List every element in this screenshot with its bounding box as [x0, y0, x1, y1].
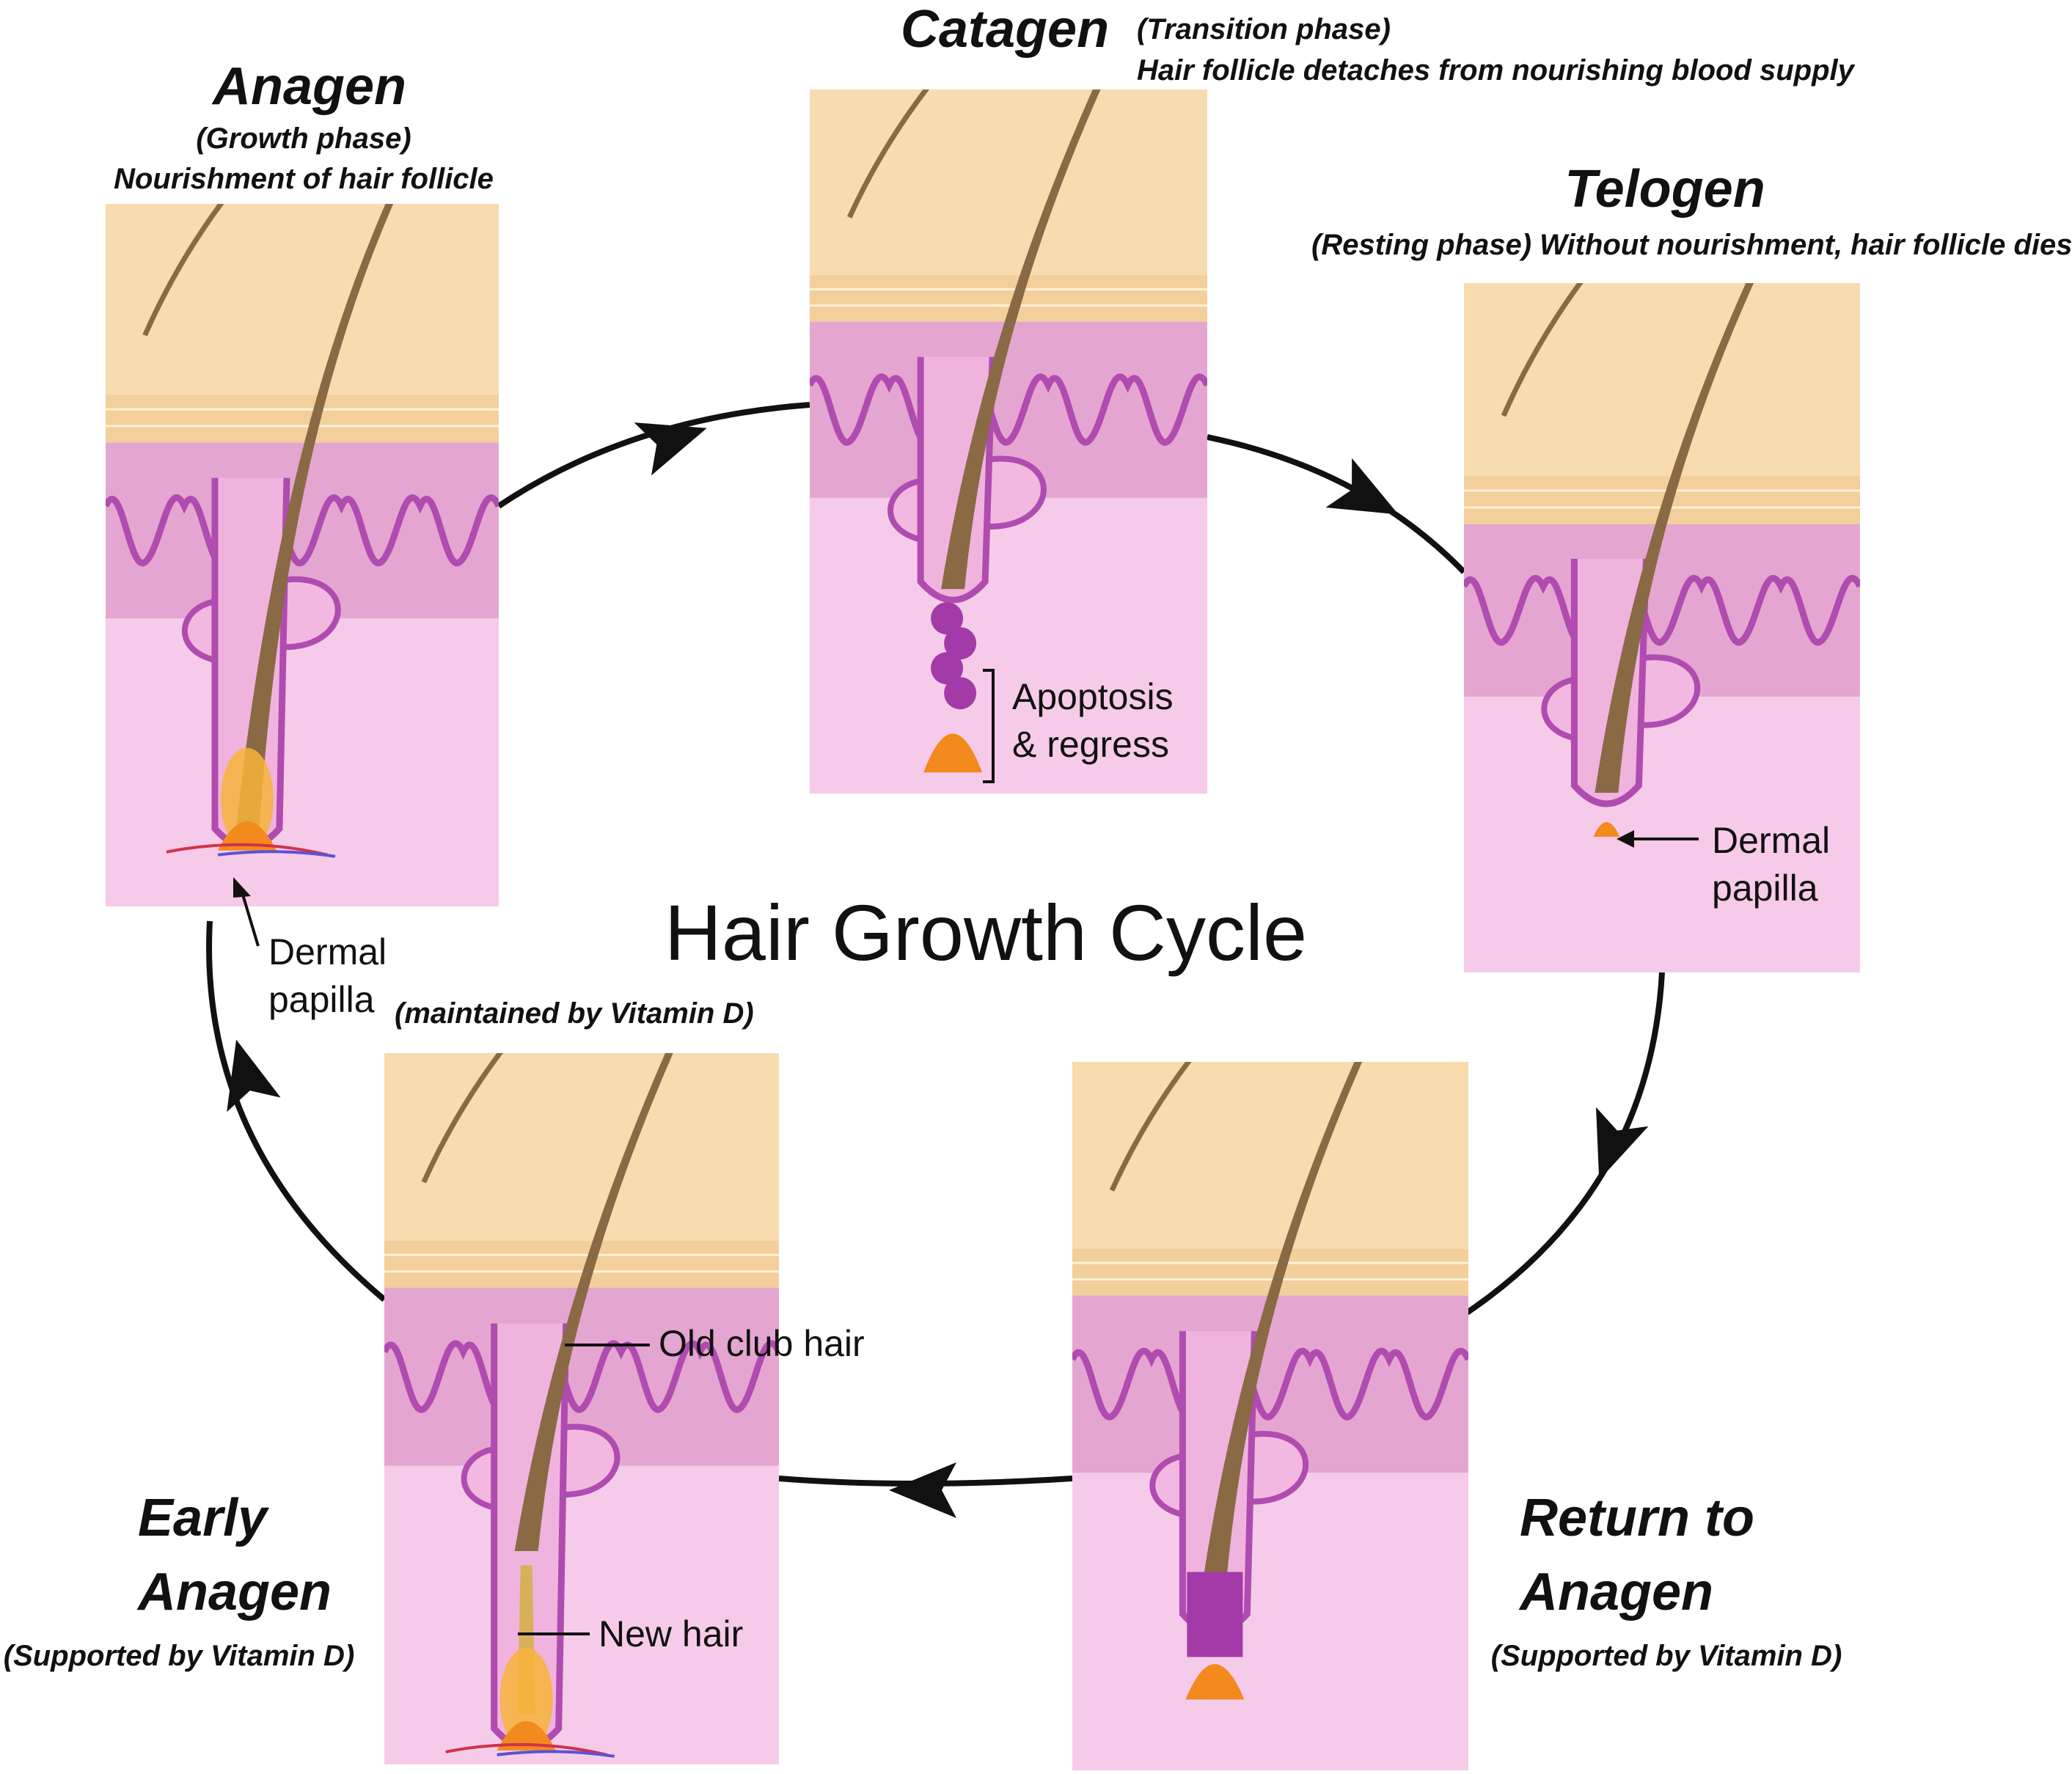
hair-shaft: [941, 89, 1101, 590]
regressing-cells: [944, 677, 977, 710]
telogen-subtitle: (Resting phase) Without nourishment, hai…: [1311, 229, 2072, 261]
rete-ridges: [106, 494, 499, 567]
dermal-papilla: [217, 821, 277, 851]
phase-panels: [106, 89, 1860, 1770]
anagen-vitamin-d-note: (maintained by Vitamin D): [395, 997, 754, 1030]
telogen-dermal-papilla-label: Dermal papilla: [1712, 820, 1831, 909]
catagen-subtitle: (Transition phase): [1137, 13, 1391, 45]
diagram-title: Hair Growth Cycle: [664, 888, 1308, 977]
arrow-anagen-to-catagen: [497, 402, 810, 509]
catagen-apoptosis-label: Apoptosis & regress: [1012, 676, 1174, 765]
neighbor-hair: [1109, 1062, 1192, 1192]
germinal-cells: [1187, 1572, 1243, 1657]
hair-bulb: [220, 747, 274, 851]
arrow-catagen-to-telogen: [1207, 434, 1466, 574]
return-anagen-panel: [1072, 1062, 1468, 1770]
anagen-title: Anagen: [212, 57, 407, 116]
rete-ridges: [384, 1340, 779, 1413]
hair-shaft: [1203, 1062, 1363, 1580]
regressing-cells: [931, 652, 964, 685]
callout-leaders: [233, 669, 1699, 1635]
anagen-dermal-papilla-label: Dermal papilla: [268, 931, 387, 1020]
dermal-papilla: [497, 1720, 556, 1751]
neighbor-hair: [847, 89, 930, 219]
early-anagen-note: (Supported by Vitamin D): [3, 1640, 355, 1672]
telogen-panel: [1464, 283, 1860, 972]
follicle-sheath: [1570, 558, 1650, 807]
arrow-early-to-anagen-head: [227, 1039, 281, 1113]
anagen-panel: [106, 204, 499, 906]
regressing-cells: [944, 627, 977, 660]
arrow-return-to-early-head: [889, 1462, 956, 1518]
catagen-note: Hair follicle detaches from nourishing b…: [1137, 54, 1854, 87]
dermal-papilla: [923, 733, 983, 773]
neighbor-hair: [421, 1053, 504, 1184]
arrow-early-to-anagen: [206, 920, 387, 1302]
neighbor-hair: [142, 204, 224, 337]
early-anagen-panel: [384, 1053, 779, 1764]
rete-ridges: [1072, 1348, 1468, 1421]
arrow-anagen-to-catagen-head: [634, 422, 707, 476]
rete-ridges: [1464, 575, 1860, 646]
regressing-cells: [931, 602, 964, 635]
dermal-papilla: [1185, 1664, 1245, 1700]
dermal-papilla: [1593, 822, 1620, 837]
catagen-panel: [810, 89, 1207, 793]
old-club-hair-label: Old club hair: [659, 1323, 865, 1364]
catagen-title: Catagen: [901, 0, 1110, 59]
rete-ridges: [810, 373, 1207, 446]
cycle-arrows: [206, 402, 1665, 1518]
new-hair-label: New hair: [598, 1613, 744, 1654]
early-anagen-title: Early Anagen: [138, 1489, 332, 1621]
arrow-catagen-to-telogen-head: [1325, 458, 1399, 515]
telogen-title: Telogen: [1564, 160, 1765, 219]
return-to-anagen-title: Return to Anagen: [1520, 1489, 1754, 1621]
anagen-note: Nourishment of hair follicle: [114, 163, 494, 195]
hair-bulb: [499, 1647, 553, 1751]
follicle-sheath: [917, 356, 996, 604]
hair-shaft: [514, 1053, 673, 1551]
apoptosis-bracket: [983, 669, 995, 783]
anagen-dermal-papilla-leader: [239, 887, 260, 947]
return-to-anagen-note: (Supported by Vitamin D): [1490, 1640, 1842, 1672]
hair-shaft: [1595, 283, 1754, 793]
arrow-telogen-to-return-head: [1596, 1107, 1649, 1181]
anagen-subtitle: (Growth phase): [196, 122, 411, 155]
neighbor-hair: [1501, 283, 1584, 417]
